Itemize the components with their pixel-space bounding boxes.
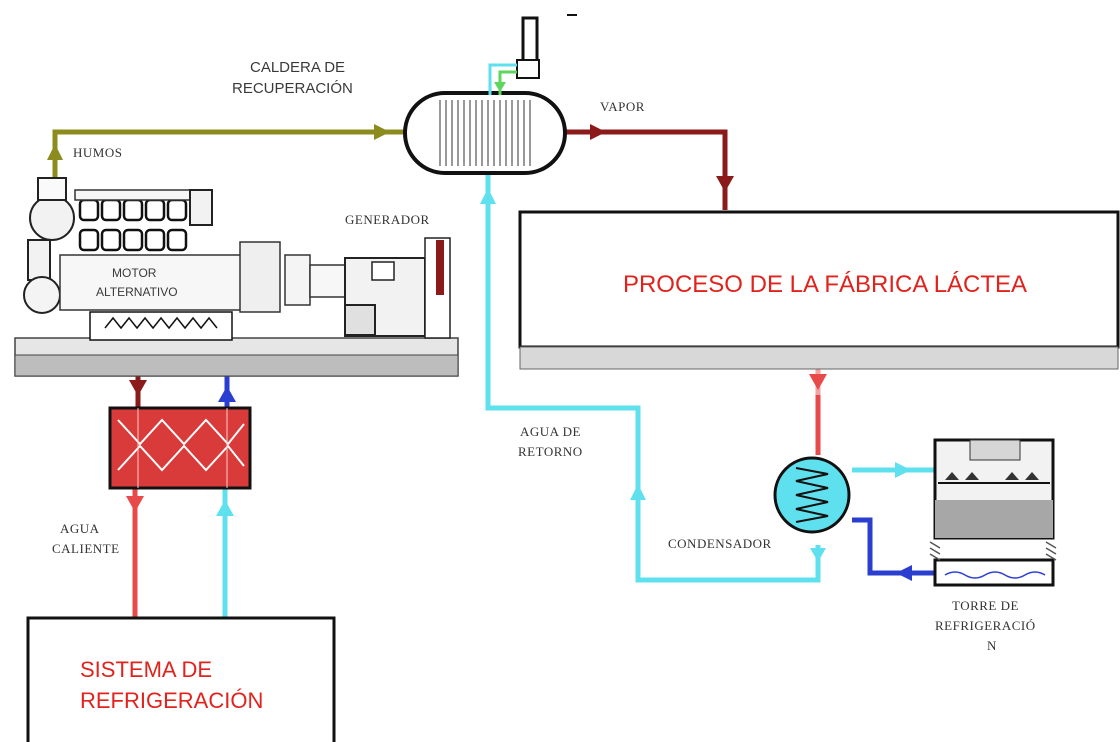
process-box-label: PROCESO DE LA FÁBRICA LÁCTEA	[623, 271, 1027, 298]
refrigeration-box: SISTEMA DE REFRIGERACIÓN	[26, 616, 336, 742]
label-motor-2: ALTERNATIVO	[96, 285, 178, 299]
label-generador: GENERADOR	[345, 212, 430, 227]
label-caldera-2: RECUPERACIÓN	[232, 80, 353, 97]
label-agua-retorno-2: RETORNO	[518, 444, 583, 459]
steam-pipe	[560, 124, 734, 210]
condenser-to-tower-pipe	[852, 462, 935, 478]
refrigeration-pipes	[126, 488, 234, 618]
label-torre-2: REFRIGERACIÓ	[935, 618, 1036, 633]
recovery-boiler	[403, 14, 577, 175]
label-humos: HUMOS	[73, 145, 122, 160]
label-torre-3: N	[987, 638, 997, 653]
exhaust-pipe	[47, 124, 410, 185]
engine-assembly	[14, 177, 459, 377]
label-vapor: VAPOR	[600, 99, 645, 114]
label-motor-1: MOTOR	[112, 266, 157, 280]
label-condensador: CONDENSADOR	[668, 536, 772, 551]
tower-to-condenser-pipe	[852, 517, 935, 581]
cooling-tower	[929, 438, 1057, 587]
return-water-pipe	[480, 175, 826, 583]
label-agua-retorno-1: AGUA DE	[520, 424, 581, 439]
label-caldera-1: CALDERA DE	[250, 59, 345, 76]
refrigeration-box-label-line2: REFRIGERACIÓN	[80, 688, 263, 713]
process-box: PROCESO DE LA FÁBRICA LÁCTEA	[518, 210, 1120, 370]
label-agua-caliente-1: AGUA	[60, 521, 100, 536]
heat-exchanger	[108, 406, 252, 490]
label-torre-1: TORRE DE	[952, 598, 1019, 613]
label-agua-caliente-2: CALIENTE	[52, 541, 120, 556]
condenser	[773, 456, 851, 534]
refrigeration-box-label-line1: SISTEMA DE	[80, 657, 212, 682]
